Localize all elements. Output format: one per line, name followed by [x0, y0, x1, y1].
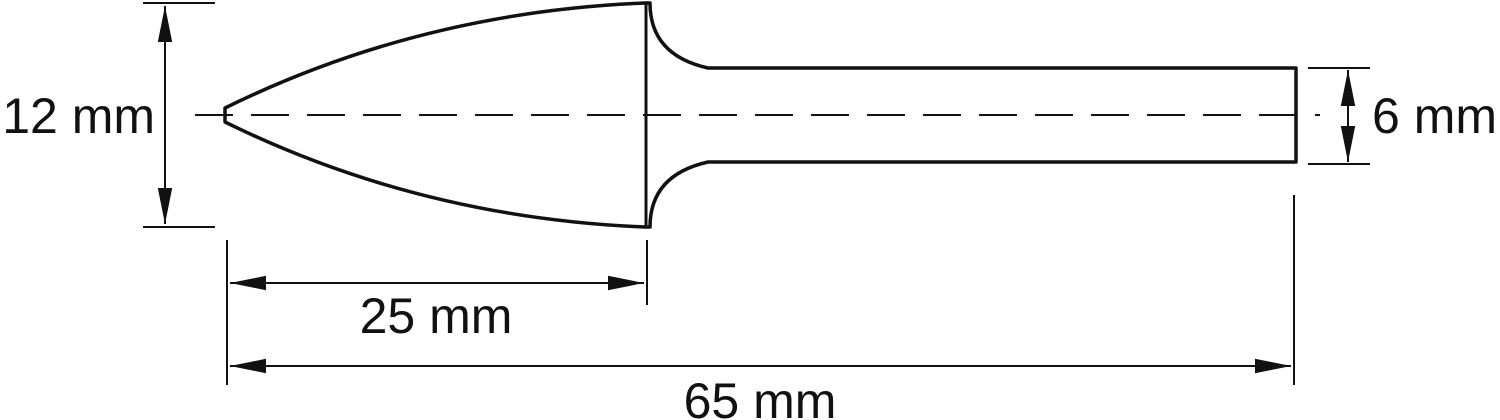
burr-outline	[223, 1, 1298, 229]
label-head-length: 25 mm	[360, 288, 513, 344]
label-head-diameter: 12 mm	[2, 88, 155, 144]
label-overall-length: 65 mm	[684, 373, 837, 420]
label-shank-diameter: 6 mm	[1372, 88, 1497, 144]
